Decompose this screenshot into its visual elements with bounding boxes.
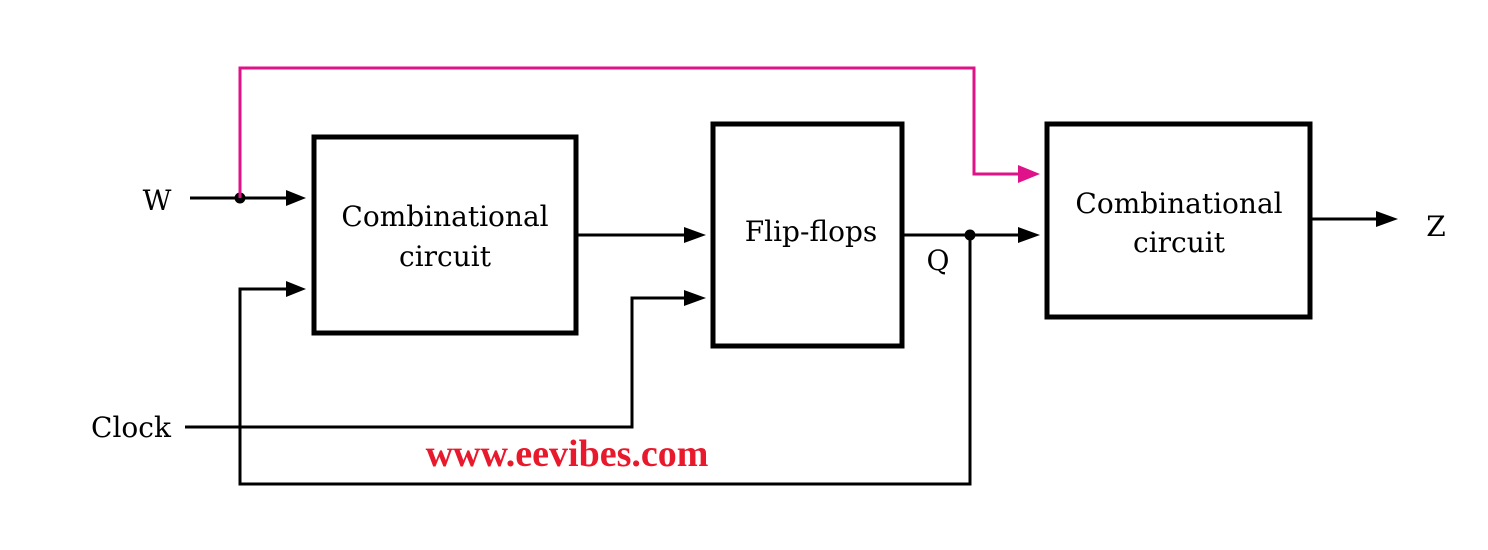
flip-flops-label: Flip-flops <box>745 215 878 248</box>
signal-clock-label: Clock <box>91 411 172 444</box>
combinational-circuit-input-block: Combinational circuit <box>311 134 579 336</box>
wire-z-output <box>1311 211 1398 227</box>
comb-out-line1: Combinational <box>1075 187 1282 220</box>
wire-w-to-output-comb <box>238 66 1040 198</box>
signal-q-label: Q <box>927 244 950 277</box>
junction-q <box>964 229 976 241</box>
wire-q-feedback <box>238 235 972 486</box>
signal-z-label: Z <box>1426 210 1445 243</box>
wire-q-to-output-comb <box>904 227 1040 243</box>
wire-clock <box>185 290 706 429</box>
signal-w-label: W <box>143 184 172 217</box>
combinational-circuit-output-block: Combinational circuit <box>1044 121 1313 320</box>
flip-flops-block: Flip-flops <box>710 121 905 349</box>
wire-comb-to-ff <box>578 227 706 243</box>
wire-w-input <box>190 190 306 206</box>
comb-out-line2: circuit <box>1133 226 1226 259</box>
comb-in-line1: Combinational <box>341 200 548 233</box>
comb-in-line2: circuit <box>399 240 492 273</box>
watermark-text: www.eevibes.com <box>426 433 709 475</box>
